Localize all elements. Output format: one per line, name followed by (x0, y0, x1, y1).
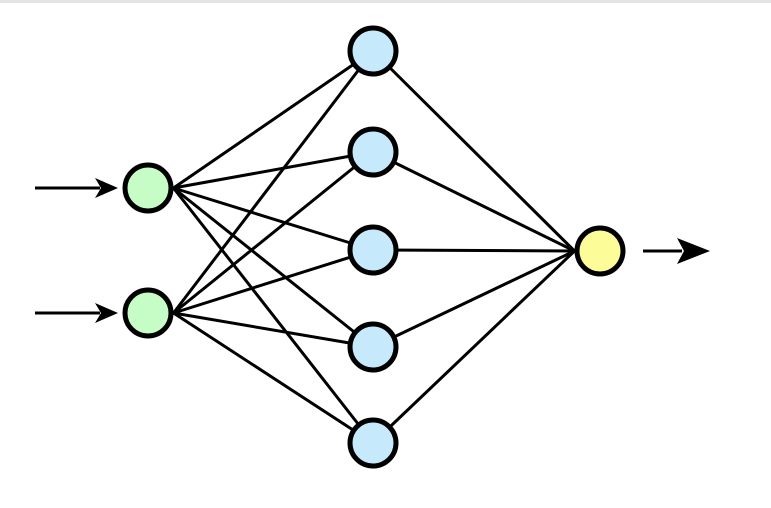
edge-hidden-output (372, 248, 575, 253)
hidden-node-2 (347, 126, 399, 178)
edge-hidden-output (372, 150, 576, 253)
edges-layer (172, 49, 576, 445)
input-arrow-2 (35, 303, 118, 323)
output-arrow-head arrowhead-icon (677, 238, 710, 264)
hidden-node-1 (347, 25, 399, 77)
window-top-border (0, 0, 771, 3)
edge-input-hidden (172, 311, 374, 445)
nodes-layer (122, 25, 626, 469)
edge-input-hidden (172, 50, 375, 314)
hidden-node-3 (347, 224, 399, 276)
input-arrow-1-head arrowhead-icon (95, 178, 118, 198)
hidden-node-5 (347, 417, 399, 469)
hidden-node-4 (347, 321, 399, 373)
edge-hidden-output (372, 249, 576, 349)
output-arrow (643, 238, 710, 264)
edge-input-hidden (173, 248, 374, 315)
input-node-2 (122, 287, 174, 339)
edge-input-hidden (173, 311, 374, 349)
output-node-1 (574, 225, 626, 277)
edge-input-hidden (173, 150, 374, 190)
input-arrow-2-head arrowhead-icon (95, 303, 118, 323)
edge-input-hidden (172, 187, 375, 444)
edge-hidden-output (371, 49, 576, 253)
edge-hidden-output (371, 249, 576, 445)
input-node-1 (122, 162, 174, 214)
edge-input-hidden (172, 186, 374, 349)
arrows-layer (35, 178, 710, 323)
edge-input-hidden (172, 150, 374, 315)
edge-input-hidden (172, 49, 374, 190)
edge-input-hidden (173, 186, 374, 252)
input-arrow-1 (35, 178, 118, 198)
